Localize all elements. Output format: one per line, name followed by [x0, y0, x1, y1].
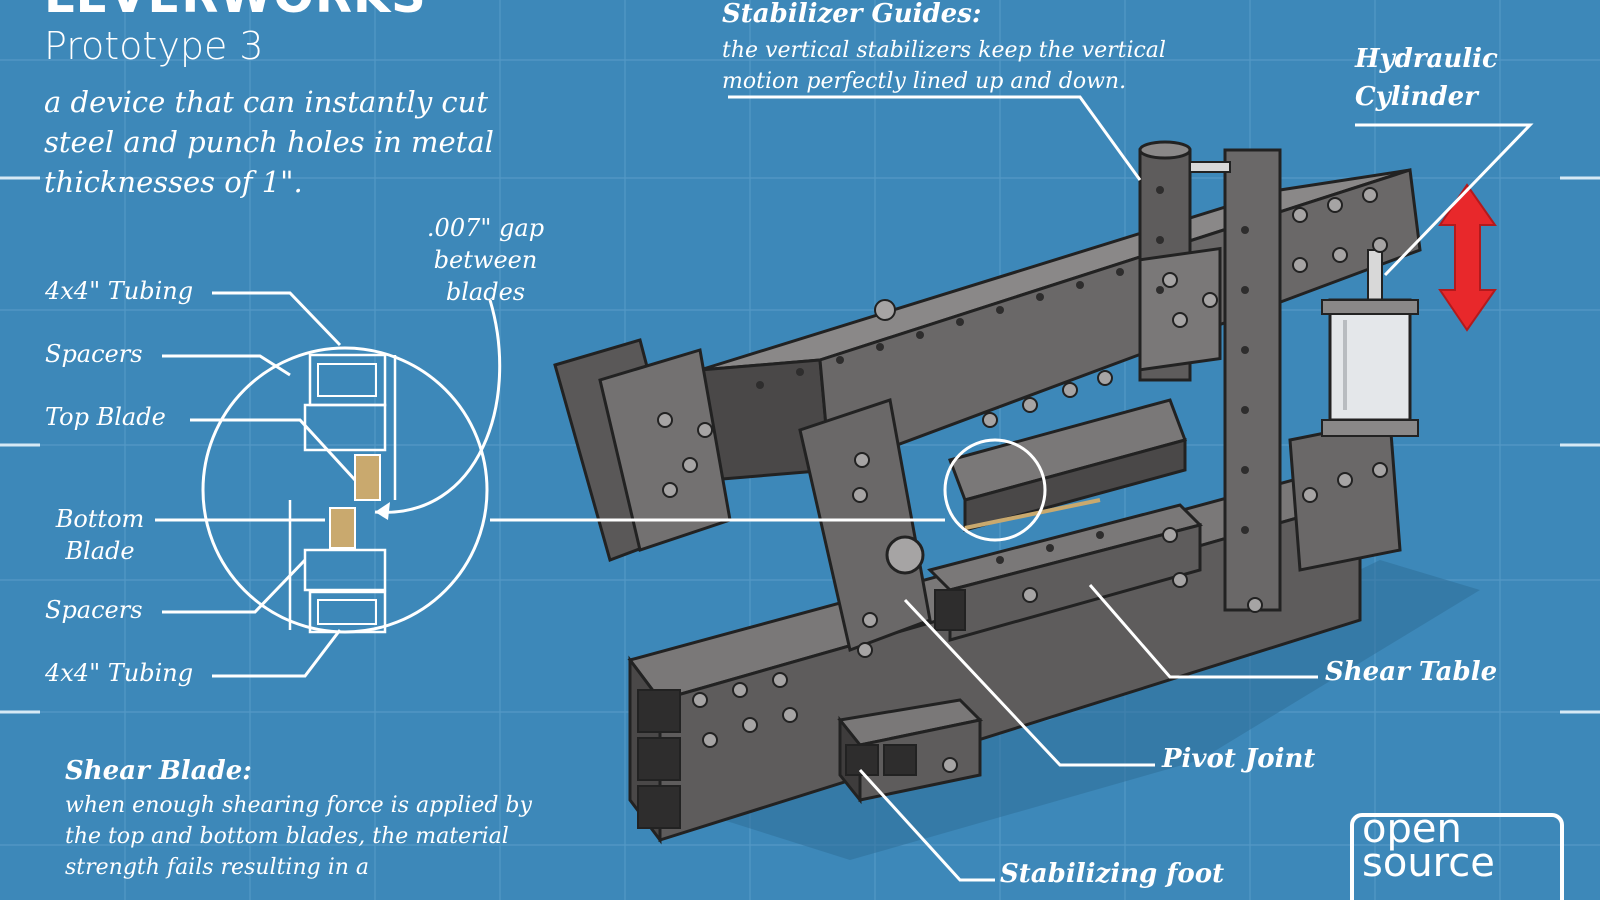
- label-bottom-blade: Bottom Blade: [55, 505, 145, 565]
- shear-blade-text: when enough shearing force is applied by…: [65, 793, 532, 880]
- stabilizer-text: the vertical stabilizers keep the vertic…: [722, 38, 1166, 94]
- motion-arrow-icon: [1438, 183, 1497, 332]
- label-tubing-bottom: 4x4" Tubing: [45, 659, 194, 687]
- label-hydraulic-cylinder: Hydraulic Cylinder: [1355, 44, 1498, 112]
- label-pivot-joint: Pivot Joint: [1162, 744, 1316, 774]
- stabilizer-guides: [1138, 140, 1282, 612]
- shear-table: [927, 503, 1203, 642]
- label-spacers-bottom: Spacers: [45, 596, 143, 624]
- gap-arrowhead: [375, 502, 390, 520]
- bolts: [657, 187, 1388, 773]
- pivot-plate: [798, 398, 932, 653]
- label-top-blade: Top Blade: [45, 403, 166, 431]
- label-spacers-top: Spacers: [45, 340, 143, 368]
- page-title: LEVERWORKS: [44, 0, 427, 24]
- hydraulic-cylinder: [1321, 249, 1419, 437]
- label-shear-table: Shear Table: [1325, 657, 1498, 687]
- label-tubing-top: 4x4" Tubing: [45, 277, 194, 305]
- logo-text: open source: [1362, 806, 1495, 886]
- shear-blade-heading: Shear Blade:: [65, 756, 252, 786]
- label-blade-gap: .007" gap between blades: [426, 214, 545, 306]
- holes: [756, 186, 1249, 564]
- label-stabilizing-foot: Stabilizing foot: [1000, 859, 1225, 889]
- callout-lines: [155, 95, 1534, 882]
- blade-edge: [964, 498, 1101, 530]
- logo-box: [1350, 813, 1564, 900]
- detail-zoom-circle: [943, 438, 1047, 542]
- blade-detail-inset: [201, 346, 489, 634]
- pivot-bolt: [885, 535, 925, 575]
- page-subtitle: Prototype 3: [44, 24, 264, 68]
- device-description: a device that can instantly cut steel an…: [44, 85, 494, 199]
- stabilizing-foot: [837, 698, 984, 805]
- stabilizer-heading: Stabilizer Guides:: [722, 0, 982, 29]
